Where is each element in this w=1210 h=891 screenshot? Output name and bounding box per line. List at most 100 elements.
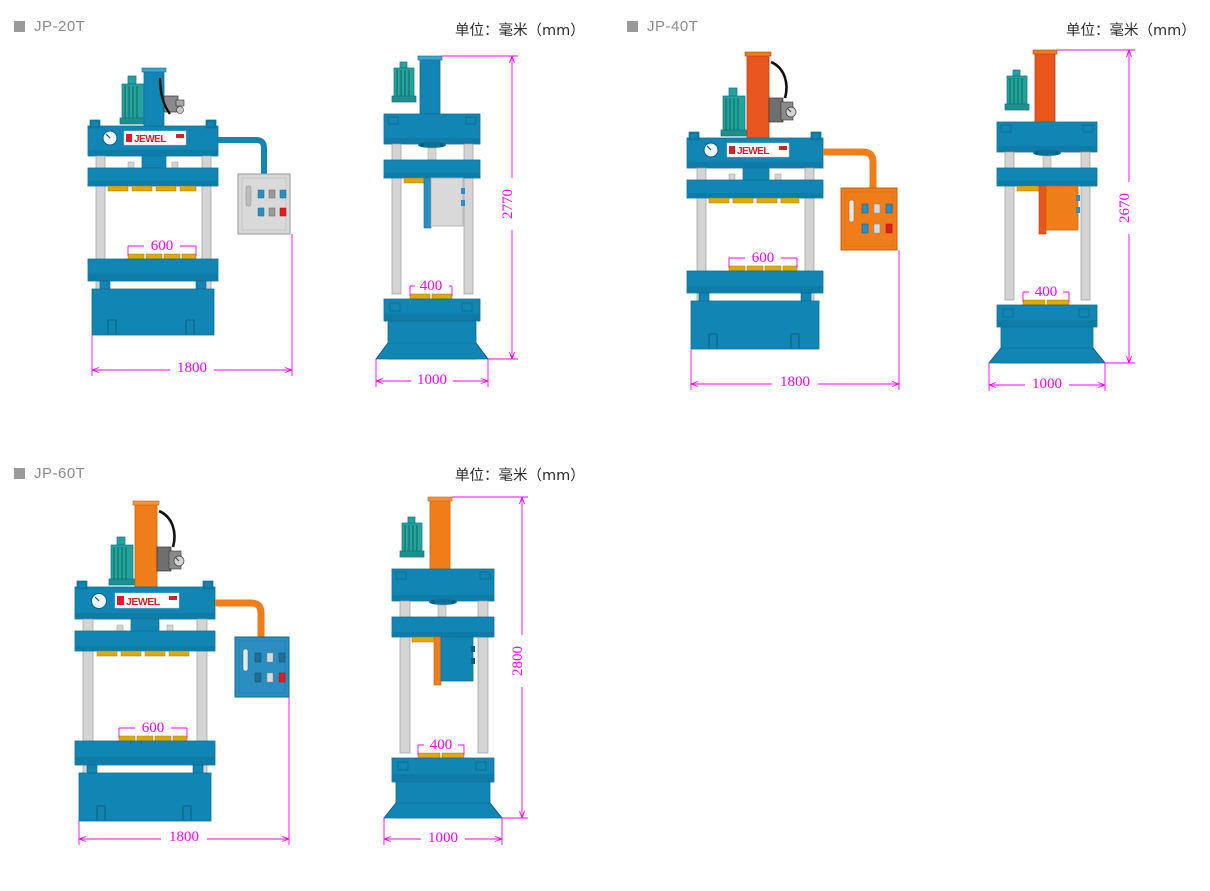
motor-icon bbox=[720, 87, 748, 137]
bullet-square-icon bbox=[627, 21, 638, 32]
svg-text:JEWEL: JEWEL bbox=[134, 134, 166, 145]
side-view-jp-60t: 400 2800 1000 bbox=[383, 496, 529, 846]
bullet-square-icon bbox=[14, 21, 25, 32]
column-left bbox=[1004, 151, 1015, 301]
machine-base bbox=[375, 320, 489, 360]
dimension-base-depth: 1000 bbox=[375, 359, 489, 388]
front-view-jp-40t: JEWEL bbox=[686, 51, 900, 390]
ram-guide[interactable] bbox=[423, 177, 432, 229]
panel-buttons[interactable] bbox=[254, 652, 286, 683]
dimension-overall-width: 1800 bbox=[91, 234, 293, 376]
pressure-gauge-icon bbox=[91, 593, 107, 609]
dim-400-label: 400 bbox=[1035, 284, 1058, 300]
dimension-height: 2770 bbox=[442, 55, 519, 360]
dim-1800-label: 1800 bbox=[780, 374, 810, 390]
machine-base bbox=[91, 288, 215, 336]
bolster-table bbox=[996, 299, 1098, 328]
panel-buttons[interactable] bbox=[861, 203, 893, 234]
dimension-overall-width: 1800 bbox=[690, 250, 900, 390]
bolster-table bbox=[74, 735, 216, 774]
brand-logo: JEWEL bbox=[726, 142, 790, 158]
dimension-base-depth: 1000 bbox=[988, 363, 1106, 392]
ram-column bbox=[1034, 51, 1056, 125]
ejector-box bbox=[1045, 185, 1080, 231]
column-left bbox=[399, 600, 411, 754]
dimension-table-width: 600 bbox=[118, 720, 188, 738]
pressure-gauge-icon bbox=[102, 130, 118, 146]
column-right bbox=[463, 143, 474, 295]
valve-block bbox=[768, 97, 797, 123]
dimension-height: 2800 bbox=[452, 496, 529, 819]
control-hose bbox=[215, 599, 265, 637]
brand-logo: JEWEL bbox=[114, 592, 180, 609]
dim-2800-label: 2800 bbox=[510, 646, 526, 676]
dim-1000-label: 1000 bbox=[1032, 376, 1062, 392]
dim-1000-label: 1000 bbox=[428, 830, 458, 846]
column-right bbox=[1080, 151, 1091, 301]
moving-platen bbox=[686, 179, 824, 204]
bolster-table bbox=[87, 253, 219, 290]
hydraulic-tank bbox=[746, 53, 770, 139]
bullet-square-icon bbox=[14, 468, 25, 479]
control-hose bbox=[823, 148, 877, 188]
upper-head-beam bbox=[383, 113, 481, 145]
ram-guide[interactable] bbox=[433, 636, 442, 686]
panel-jp-20t: JP-20T 单位：毫米（mm） bbox=[0, 0, 605, 440]
ejector-box bbox=[430, 177, 465, 227]
panel-jp-40t: JP-40T 单位：毫米（mm） bbox=[605, 0, 1210, 440]
brand-logo: JEWEL bbox=[123, 130, 187, 146]
dim-2770-label: 2770 bbox=[500, 189, 516, 219]
dim-400-label: 400 bbox=[430, 737, 453, 753]
dim-1800-label: 1800 bbox=[177, 360, 207, 376]
valve-block bbox=[156, 546, 185, 572]
ram-guide[interactable] bbox=[1038, 185, 1047, 235]
panel-jp-60t: JP-60T 单位：毫米（mm） bbox=[0, 443, 605, 876]
dimension-table-depth: 400 bbox=[1022, 284, 1070, 302]
ejector-box bbox=[440, 636, 475, 682]
moving-platen bbox=[74, 630, 216, 657]
moving-platen bbox=[383, 159, 481, 184]
side-view-jp-40t: 400 2670 1000 bbox=[988, 49, 1136, 392]
dim-400-label: 400 bbox=[420, 278, 443, 294]
control-panel[interactable] bbox=[237, 173, 291, 235]
pressure-gauge-icon bbox=[703, 142, 719, 158]
model-title: JP-20T bbox=[34, 18, 86, 35]
panel-buttons[interactable] bbox=[257, 189, 287, 217]
control-panel[interactable] bbox=[840, 187, 898, 251]
hose-line bbox=[158, 509, 176, 548]
control-hose bbox=[218, 137, 267, 174]
model-title: JP-40T bbox=[647, 18, 699, 35]
moving-platen bbox=[87, 167, 219, 192]
ram-column bbox=[419, 57, 441, 115]
motor-icon bbox=[108, 536, 136, 586]
unit-label: 单位：毫米（mm） bbox=[455, 23, 585, 39]
dimension-table-width: 600 bbox=[127, 238, 197, 256]
header-jp-20t: JP-20T bbox=[14, 18, 85, 35]
column-right bbox=[477, 600, 489, 754]
ram-column bbox=[429, 498, 451, 574]
dimension-height: 2670 bbox=[1057, 49, 1136, 364]
dimension-overall-width: 1800 bbox=[78, 697, 290, 845]
dimension-table-depth: 400 bbox=[417, 737, 465, 755]
side-view-jp-20t: 400 2770 1000 bbox=[375, 55, 519, 388]
dim-1000-label: 1000 bbox=[417, 372, 447, 388]
machine-base bbox=[78, 772, 212, 822]
hose-line bbox=[770, 60, 788, 99]
dim-600-label: 600 bbox=[752, 250, 775, 266]
motor-icon bbox=[399, 516, 425, 558]
unit-label: 单位：毫米（mm） bbox=[455, 468, 585, 484]
dimension-base-depth: 1000 bbox=[383, 818, 503, 846]
header-jp-60t: JP-60T bbox=[14, 465, 85, 482]
hose-line bbox=[158, 77, 171, 115]
machine-base bbox=[383, 781, 503, 819]
control-panel[interactable] bbox=[234, 636, 290, 698]
upper-head-beam bbox=[391, 568, 495, 602]
column-left bbox=[391, 143, 402, 295]
dimension-table-depth: 400 bbox=[409, 278, 453, 296]
bolster-table bbox=[391, 752, 495, 783]
motor-icon bbox=[391, 61, 417, 103]
front-view-jp-60t: JEWEL bbox=[74, 500, 290, 845]
bolster-table bbox=[686, 265, 824, 302]
machine-base bbox=[690, 300, 820, 350]
front-view-jp-20t: JEWEL bbox=[87, 67, 293, 376]
